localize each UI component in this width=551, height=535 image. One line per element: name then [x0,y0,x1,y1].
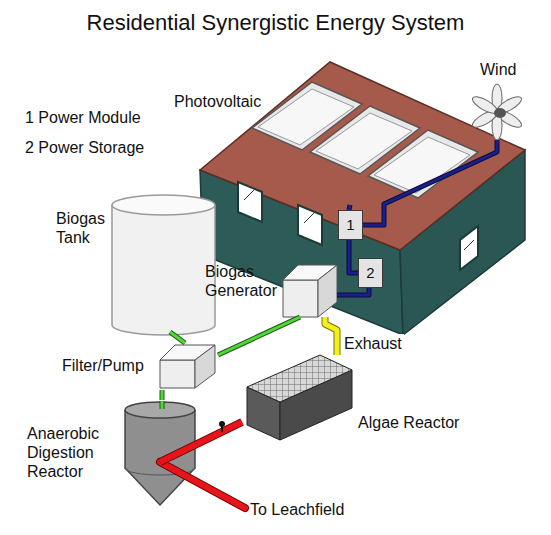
edge-label-wrap: Exhaust [342,334,404,353]
pipe-fill [363,140,497,225]
leachfield-pipe [160,462,245,508]
pipe-outline [197,422,242,444]
pipe-outline [363,140,497,225]
label-wrap: 1 Power Module [25,108,141,127]
tank-top [112,195,215,215]
digester-top [125,402,195,418]
label-wrap: 2 Power Storage [25,138,144,157]
component-label: Photovoltaic [174,92,284,111]
tank-body [112,205,215,335]
digester-body [125,410,195,505]
diagram-title: Residential Synergistic Energy System [0,10,551,36]
valve-symbol [219,421,225,432]
pipe-outline [218,317,300,355]
callout-number: 2 [359,259,382,287]
pipe-fill [170,332,185,343]
pipe-fill [218,317,300,355]
pipe-connector [162,390,163,400]
pipe-connector [363,140,497,225]
component-label: Filter/Pump [62,356,158,375]
pipe-outline [160,390,165,400]
filter-pump: Filter/Pump [60,343,218,390]
window [238,182,262,222]
filter-side [195,345,215,388]
turbine-rotor [470,84,523,140]
pipe-fill [325,317,337,355]
pipe-stub [161,401,164,409]
algae-reactor: Algae Reactor [242,355,462,445]
pipe-outline [170,332,185,343]
pipe-fill [349,240,358,273]
pipe-connector [325,317,337,355]
pipe-fill [161,390,164,400]
pipe-connector [197,422,242,444]
power-module: 1 [338,210,363,240]
label-wrap: To Leachfield [250,500,344,519]
filter-front [160,360,195,388]
biogas-generator: Biogas Generator [203,262,337,317]
component-label: Algae Reactor [358,413,459,432]
part-label: 2 Power Storage [25,138,144,157]
component-label: Anaerobic Digestion Reactor [27,424,123,481]
biogas-tank: Biogas Tank [54,195,217,332]
algae-top [247,355,352,402]
pipe-fill [197,422,242,444]
pipe-stub [160,444,197,462]
roof [200,62,525,250]
pipe-connector [170,332,185,343]
generator-front [283,280,318,317]
pipe-stub [160,444,197,462]
edge-label: Exhaust [342,334,404,353]
pipe-outline [349,240,358,273]
window [460,226,478,270]
title-wrap: Residential Synergistic Energy System [0,10,551,36]
valve-knob [219,421,225,427]
component-label: Biogas Tank [56,209,112,247]
power-storage: 2 [358,258,383,288]
wind-turbine: Wind [476,60,528,140]
component-label: Biogas Generator [205,262,283,300]
window-glint [304,211,316,223]
turbine-hub [494,108,506,118]
pipe-fill [337,288,369,295]
component-label: Wind [480,60,526,79]
pipe-outline [337,288,369,295]
anaerobic-digester: Anaerobic Digestion Reactor [25,400,197,508]
pipe-stub [160,401,165,409]
part-label: To Leachfield [250,500,344,519]
pipe-connector [337,288,369,295]
leachfield-pipe [160,462,245,508]
window-glint [464,240,474,250]
pipe-connector [349,240,358,273]
part-label: 1 Power Module [25,108,141,127]
generator-side [318,265,337,317]
callout-number: 1 [339,211,362,239]
pipe-connector [218,317,300,355]
photovoltaic-array: Photovoltaic [172,80,467,205]
window [298,205,322,245]
window-glint [244,188,256,200]
pipe-outline [325,317,337,355]
